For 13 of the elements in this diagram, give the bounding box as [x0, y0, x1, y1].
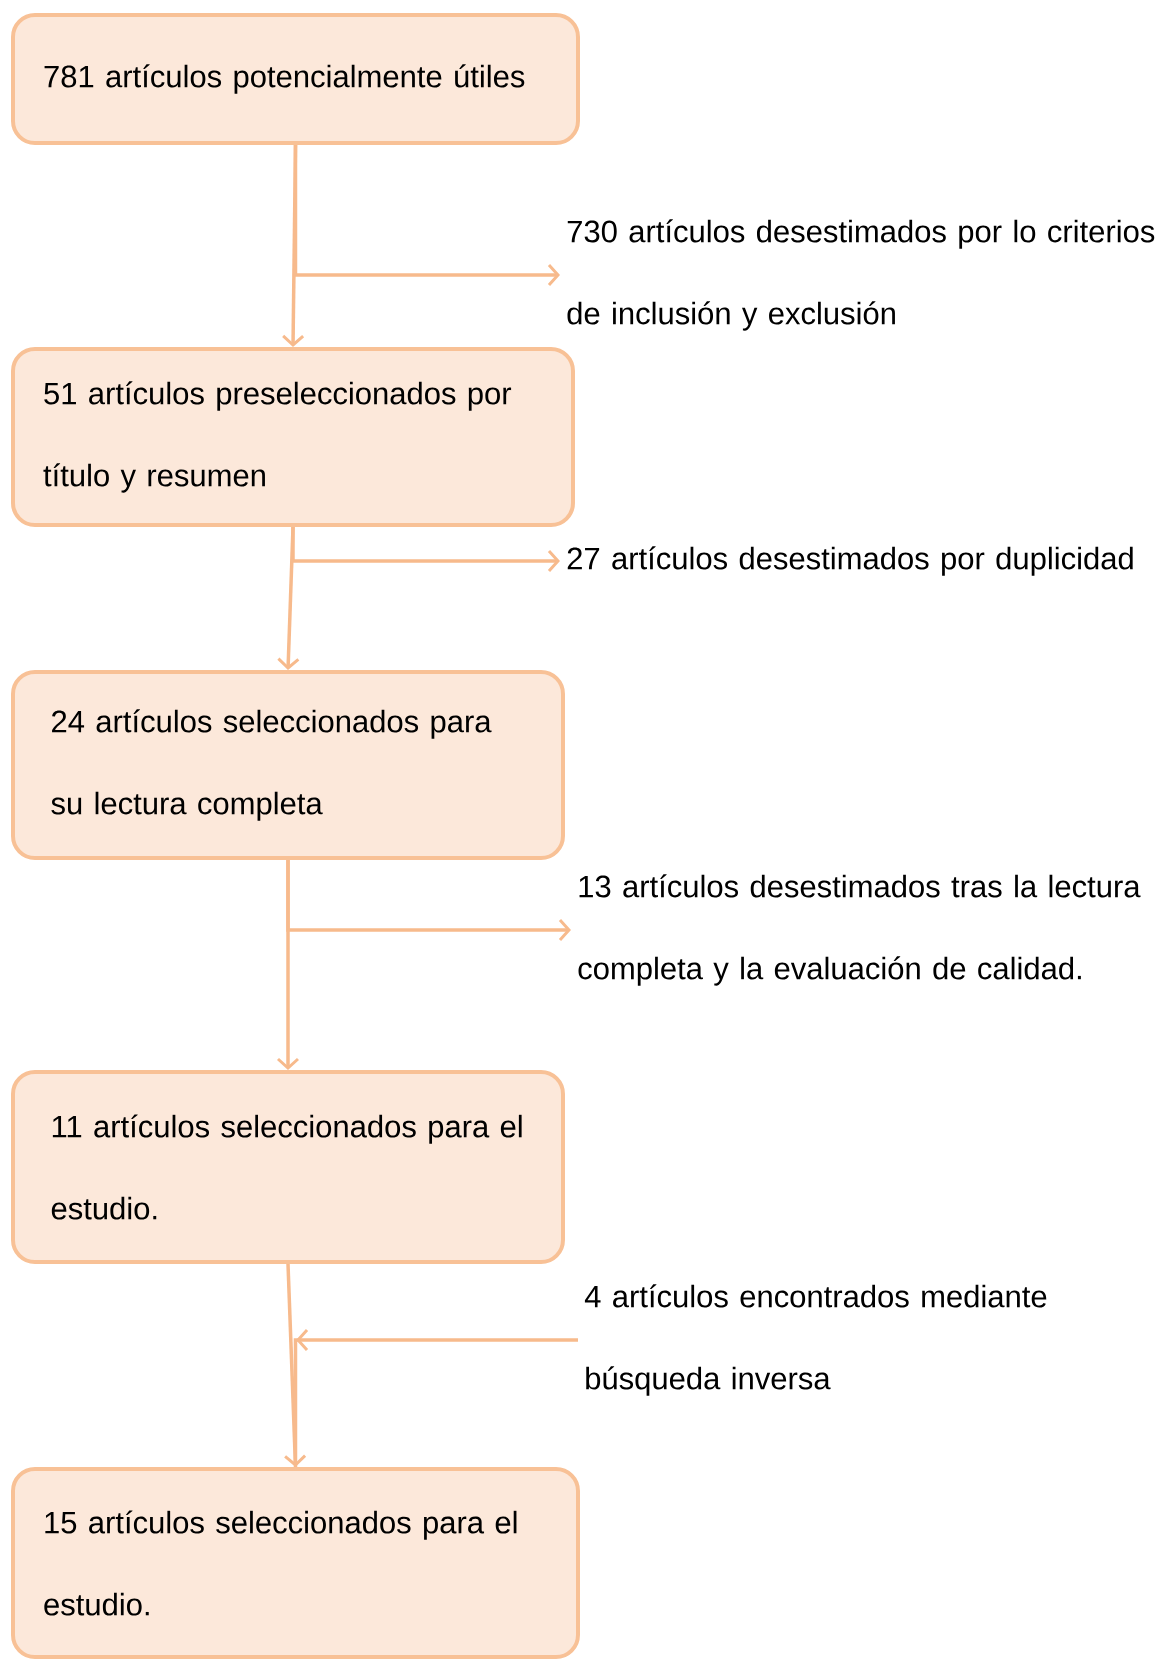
arrow	[284, 1263, 307, 1467]
note-text: 4 artículos encontrados mediante búsqueda inversa	[584, 1284, 1047, 1396]
arrow	[293, 145, 560, 286]
process-box: 15 artículos seleccionados para el estudio.	[11, 1467, 580, 1659]
process-box: 51 artículos preseleccionados por título y resumen	[11, 347, 575, 527]
note-text: 13 artículos desestimados tras la lectura completa y la evaluación de calidad.	[578, 874, 1141, 986]
note-text: 730 artículos desestimados por lo criterios de inclusión y exclusión	[567, 219, 1155, 331]
arrow	[286, 860, 571, 941]
note-text: 27 artículos desestimados por duplicidad	[567, 546, 1133, 576]
process-box: 11 artículos seleccionados para el estudio.	[11, 1070, 565, 1264]
process-box: 24 artículos seleccionados para su lectura completa	[11, 670, 565, 860]
arrow	[291, 527, 560, 572]
process-box: 781 artículos potencialmente útiles	[11, 13, 580, 145]
